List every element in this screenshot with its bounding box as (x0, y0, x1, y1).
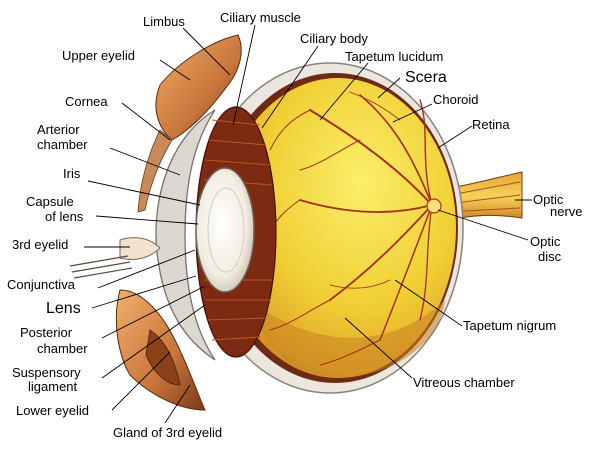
labels: Limbus Ciliary muscle Ciliary body Upper… (7, 10, 583, 440)
fundus (220, 78, 456, 378)
label-tapetum-lucidum: Tapetum lucidum (345, 49, 443, 64)
label-third-eyelid: 3rd eyelid (12, 237, 68, 252)
label-suspensory-ligament-line1: Suspensory (12, 365, 81, 380)
gland-of-third-eyelid-shape (145, 329, 181, 386)
label-gland-of-3rd-eyelid: Gland of 3rd eyelid (113, 425, 222, 440)
label-arterior-chamber-line1: Arterior (37, 122, 80, 137)
label-posterior-chamber-line2: chamber (37, 341, 88, 356)
conjunctiva-lines (69, 255, 133, 279)
label-optic-disc-line1: Optic (530, 234, 561, 249)
label-ciliary-body: Ciliary body (300, 31, 368, 46)
label-ciliary-muscle: Ciliary muscle (220, 10, 301, 25)
label-iris: Iris (63, 166, 81, 181)
lens (195, 167, 255, 293)
upper-eyelid (155, 34, 242, 141)
label-scera: Scera (405, 69, 447, 86)
label-optic-disc-line2: disc (538, 249, 562, 264)
upper-lid-inner (137, 129, 173, 213)
optic-disc (426, 198, 442, 214)
leader-lines (84, 24, 532, 424)
tapetum-nigrum-region (250, 300, 445, 378)
label-optic-nerve-line2: nerve (550, 204, 583, 219)
third-eyelid (119, 237, 161, 261)
label-capsule-of-lens-line2: of lens (45, 209, 84, 224)
cornea (155, 109, 216, 361)
label-vitreous-chamber: Vitreous chamber (413, 375, 515, 390)
label-lower-eyelid: Lower eyelid (16, 403, 89, 418)
label-retina: Retina (472, 117, 510, 132)
label-choroid: Choroid (433, 92, 479, 107)
lens-nucleus (207, 187, 245, 273)
label-suspensory-ligament-line2: ligament (28, 379, 78, 394)
label-conjunctiva: Conjunctiva (7, 277, 76, 292)
label-arterior-chamber-line2: chamber (37, 137, 88, 152)
label-lens: Lens (46, 300, 81, 317)
label-capsule-of-lens-line1: Capsule (26, 194, 74, 209)
label-limbus: Limbus (143, 14, 185, 29)
label-posterior-chamber-line1: Posterior (20, 325, 73, 340)
label-tapetum-nigrum: Tapetum nigrum (463, 318, 556, 333)
label-cornea: Cornea (65, 94, 108, 109)
label-optic-nerve-line1: Optic (533, 192, 564, 207)
label-upper-eyelid: Upper eyelid (62, 48, 135, 63)
